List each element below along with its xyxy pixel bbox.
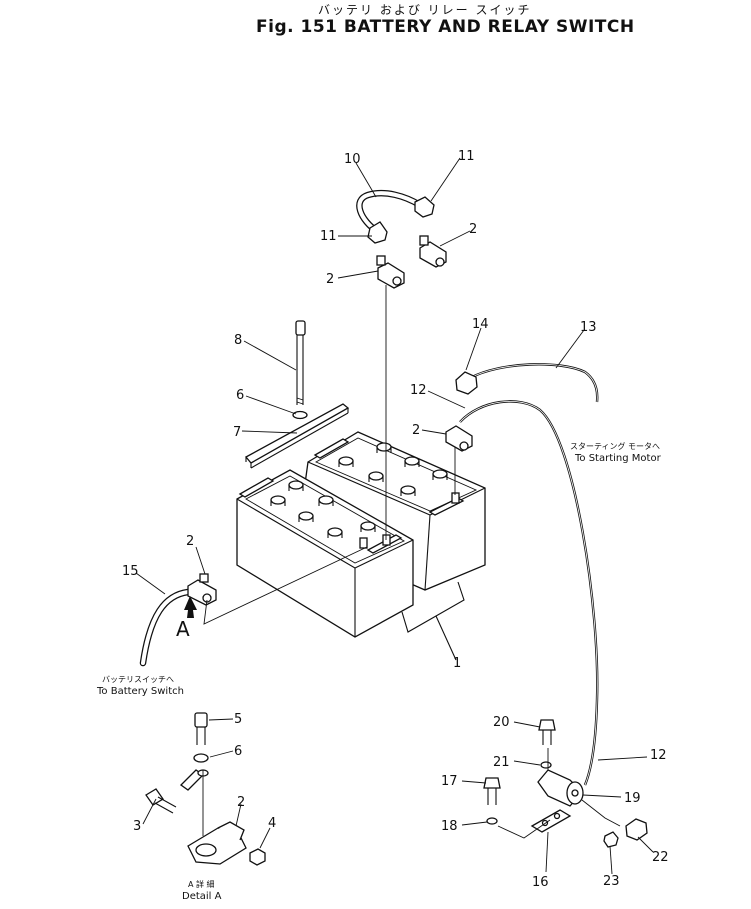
washer-21 <box>540 761 552 769</box>
bolt-17 <box>483 777 501 805</box>
detail-a <box>145 712 266 866</box>
callout-3: 3 <box>133 819 141 834</box>
callout-10: 10 <box>344 152 361 167</box>
hold-down-bar-7 <box>244 403 350 469</box>
terminal-clamp-15 <box>187 573 217 606</box>
terminal-cap-11-left <box>367 221 388 244</box>
battery-front <box>236 469 414 638</box>
callout-15: 15 <box>122 564 139 579</box>
callout-numbers: 10 11 11 2 2 8 6 7 14 13 12 2 2 15 1 5 6… <box>122 149 669 890</box>
callout-18: 18 <box>441 819 458 834</box>
callout-8: 8 <box>234 333 242 348</box>
callout-6-top: 6 <box>236 388 244 403</box>
callout-5: 5 <box>234 712 242 727</box>
callout-11-top: 11 <box>458 149 475 164</box>
callout-4: 4 <box>268 816 276 831</box>
terminal-23 <box>603 831 619 848</box>
callout-2-detail: 2 <box>237 795 245 810</box>
figure-title: Fig. 151 BATTERY AND RELAY SWITCH <box>256 17 635 37</box>
callout-7: 7 <box>233 425 241 440</box>
title-japanese: バッテリ および リレー スイッチ <box>318 3 531 17</box>
view-arrow-a <box>184 596 197 618</box>
terminal-clamp-rear-battery <box>445 425 473 452</box>
callout-6-detail: 6 <box>234 744 242 759</box>
callout-bracket-1 <box>401 581 465 661</box>
note-battery-switch-jp: バッテリスイッチへ <box>102 675 174 684</box>
callout-12-top: 12 <box>410 383 427 398</box>
note-detail-a-en: Detail A <box>182 891 222 902</box>
callout-2-rear-battery: 2 <box>412 423 420 438</box>
callout-12-bottom: 12 <box>650 748 667 763</box>
callout-13: 13 <box>580 320 597 335</box>
callout-2-upper-middle: 2 <box>326 272 334 287</box>
callout-16: 16 <box>532 875 549 890</box>
note-starting-motor-en: To Starting Motor <box>574 453 662 464</box>
callout-22: 22 <box>652 850 669 865</box>
callout-20: 20 <box>493 715 510 730</box>
note-detail-a-jp: A 詳 細 <box>188 879 215 889</box>
callout-leaders <box>135 157 654 875</box>
bolt-20 <box>538 719 556 745</box>
callout-19: 19 <box>624 791 641 806</box>
view-label-a: A <box>176 617 190 641</box>
callout-14: 14 <box>472 317 489 332</box>
note-battery-switch-en: To Battery Switch <box>96 686 184 697</box>
relay-switch-19 <box>537 769 584 807</box>
terminal-clamp-upper-middle <box>376 255 405 289</box>
washer-18 <box>486 817 498 825</box>
terminal-cap-11-right <box>414 196 435 218</box>
callout-1: 1 <box>453 656 461 671</box>
terminal-cap-14 <box>455 371 478 395</box>
callout-17: 17 <box>441 774 458 789</box>
callout-11-left: 11 <box>320 229 337 244</box>
bolt-8 <box>295 320 306 405</box>
cable-10 <box>356 189 424 236</box>
callout-21: 21 <box>493 755 510 770</box>
washer-6 <box>292 410 308 420</box>
cable-12 <box>459 400 599 786</box>
terminal-cap-22 <box>625 818 648 841</box>
cable-15 <box>139 588 192 667</box>
callout-2-upper-right: 2 <box>469 222 477 237</box>
cable-13 <box>469 363 599 403</box>
note-starting-motor-jp: スターティング モータへ <box>570 441 660 451</box>
callout-2-battery-switch: 2 <box>186 534 194 549</box>
bracket-16 <box>530 809 572 833</box>
terminal-clamp-upper-right <box>419 235 447 268</box>
callout-23: 23 <box>603 874 620 889</box>
